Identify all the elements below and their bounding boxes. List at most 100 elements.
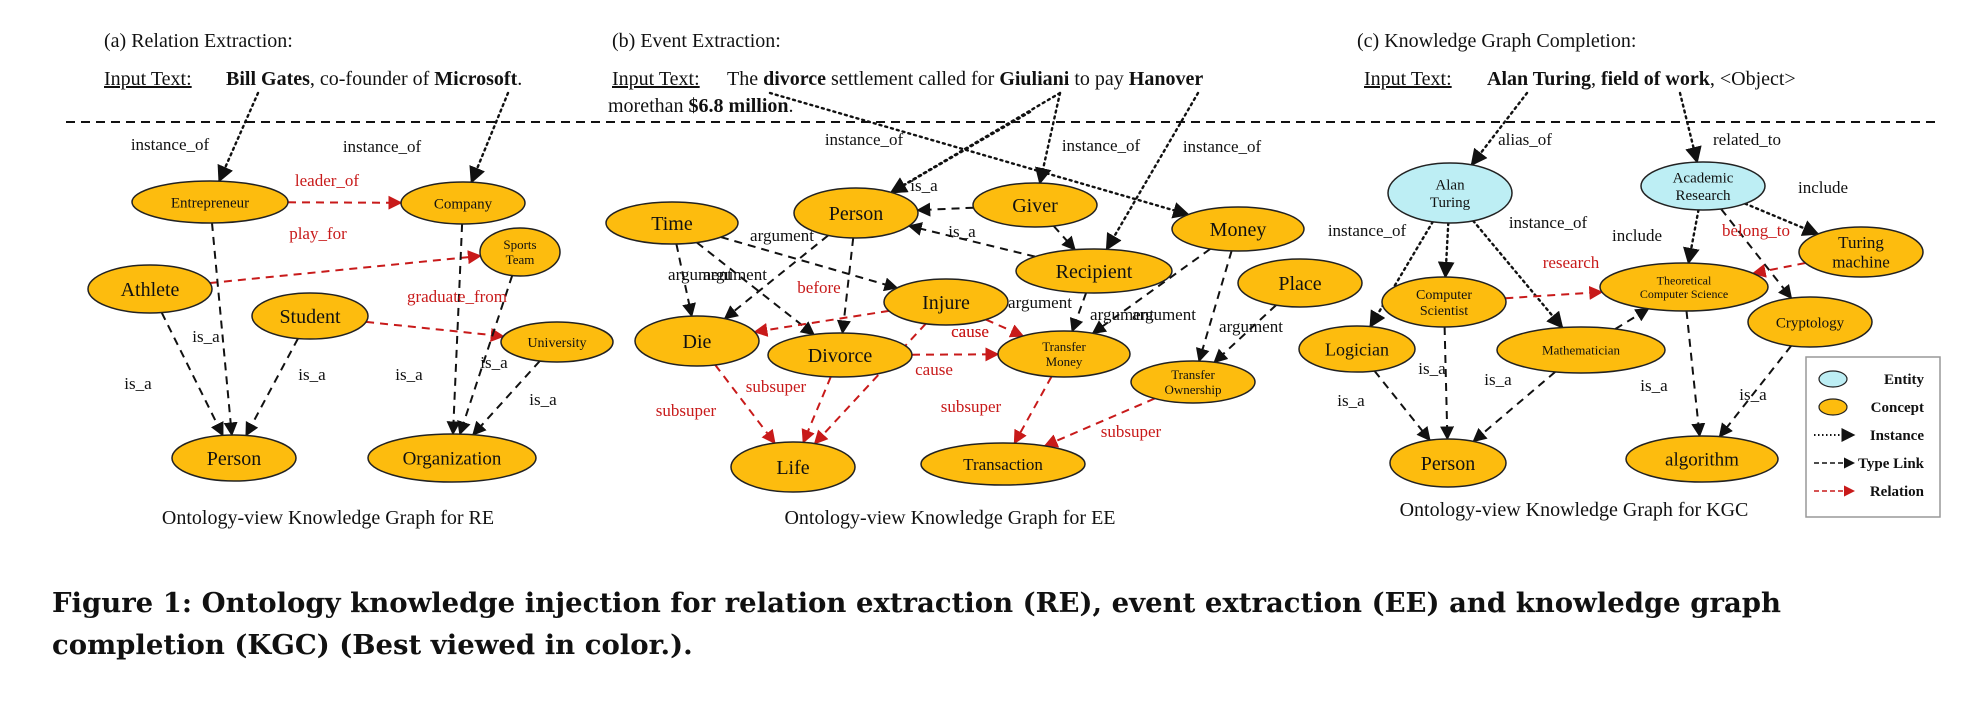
concept-ellipse (997, 330, 1131, 378)
concept-ellipse (1798, 226, 1924, 278)
legend-swatch (1818, 398, 1848, 416)
edge-label-academic_research-theoretical_cs: include (1612, 226, 1662, 245)
node-label: Place (1278, 273, 1321, 295)
ee-footer: Ontology-view Knowledge Graph for EE (784, 507, 1115, 529)
concept-ellipse (1389, 438, 1507, 488)
type-edge-person_ee-divorce (836, 237, 855, 335)
edge-label-logician-person_kgc: is_a (1337, 391, 1365, 410)
relation-edge-student-university (365, 320, 505, 342)
concept-ellipse (251, 292, 369, 340)
instance-label-company: instance_of (343, 137, 422, 156)
concept-ellipse (767, 332, 913, 378)
concept-ellipse (1599, 262, 1769, 312)
node-transaction: Transaction (920, 442, 1086, 486)
type-edge-computer_scientist-person_kgc (1440, 326, 1455, 441)
node-label: Transaction (963, 455, 1043, 474)
node-time: Time (605, 201, 739, 245)
concept-ellipse (1171, 206, 1305, 252)
node-money: Money (1171, 206, 1305, 252)
entity-ellipse (1387, 162, 1513, 224)
edge-label-divorce-transfer_money: cause (915, 360, 953, 379)
concept-ellipse (1237, 258, 1363, 308)
edge-label-time-divorce: argument (703, 265, 767, 284)
kgc-input-label: Input Text: (1364, 68, 1452, 90)
type-edge-theoretical_cs-algorithm (1685, 310, 1706, 438)
legend-item-entity: Entity (1818, 370, 1924, 388)
node-label: Money (1210, 219, 1267, 241)
kgc-heading: (c) Knowledge Graph Completion: (1357, 30, 1636, 52)
concept-ellipse (400, 181, 526, 225)
concept-ellipse (367, 433, 537, 483)
type-edge-alan_turing-logician (1369, 220, 1435, 329)
edge-label-computer_scientist-theoretical_cs: research (1543, 253, 1600, 272)
kgc-footer: Ontology-view Knowledge Graph for KGC (1400, 499, 1749, 521)
type-edge-alan_turing-mathematician (1471, 219, 1564, 329)
legend-label: Instance (1870, 428, 1925, 444)
edge-label-academic_research-turing_machine: include (1798, 178, 1848, 197)
instance-label-entrepreneur: instance_of (131, 135, 210, 154)
edge-label-theoretical_cs-algorithm: is_a (1640, 376, 1668, 395)
re-input-text: Bill Gates, co-founder of Microsoft. (226, 68, 522, 90)
type-edge-money-transfer_ownership (1195, 250, 1233, 363)
node-label: University (527, 336, 586, 351)
edge-label-money-transfer_money: argument (1132, 305, 1196, 324)
node-athlete: Athlete (87, 264, 213, 314)
concept-ellipse (730, 441, 856, 493)
edge-label-turing_machine-theoretical_cs: belong_to (1722, 221, 1790, 240)
node-algorithm: algorithm (1625, 435, 1779, 483)
instance-label-alan_turing: alias_of (1498, 130, 1552, 149)
concept-ellipse (1130, 360, 1256, 404)
instance-link-entrepreneur (217, 91, 260, 183)
edge-label-alan_turing-logician: instance_of (1328, 221, 1407, 240)
node-label: Logician (1325, 339, 1389, 359)
edge-label-injure-die: before (797, 278, 840, 297)
re-footer: Ontology-view Knowledge Graph for RE (162, 507, 494, 529)
edge-label-recipient-transfer_money: argument (1008, 293, 1072, 312)
node-label: Injure (922, 292, 970, 314)
edge-label-entrepreneur-company: leader_of (295, 171, 360, 190)
node-cryptology: Cryptology (1747, 296, 1873, 348)
edge-label-giver-person_ee: is_a (910, 176, 938, 195)
type-edge-time-injure (720, 236, 899, 292)
concept-ellipse (500, 321, 614, 363)
edge-label-computer_scientist-person_kgc: is_a (1418, 359, 1446, 378)
edge-label-cryptology-algorithm: is_a (1739, 385, 1767, 404)
concept-ellipse (1298, 325, 1416, 373)
edge-label-place-transfer_ownership: argument (1219, 317, 1283, 336)
edge-label-die-life: subsuper (656, 401, 717, 420)
edge-label-student-person_re: is_a (298, 365, 326, 384)
type-edge-academic_research-cryptology (1720, 208, 1793, 300)
figure-caption: Figure 1: Ontology knowledge injection f… (52, 587, 1782, 661)
type-edge-mathematician-person_kgc (1472, 371, 1556, 443)
node-label: Organization (403, 449, 502, 470)
node-divorce: Divorce (767, 332, 913, 378)
node-university: University (500, 321, 614, 363)
legend-item-instance: Instance (1814, 428, 1924, 444)
type-edge-time-divorce (696, 241, 816, 336)
node-label: Time (651, 213, 693, 235)
node-label: Person (1421, 453, 1475, 475)
edges-layer (160, 195, 1820, 448)
node-label: Person (207, 448, 261, 470)
edge-label-university-organization: is_a (529, 390, 557, 409)
relation-edge-entrepreneur-company (287, 195, 403, 210)
relation-edge-computer_scientist-theoretical_cs (1505, 285, 1604, 300)
edge-label-athlete-person_re: is_a (192, 327, 220, 346)
edge-label-mathematician-person_kgc: is_a (1484, 370, 1512, 389)
node-label: Cryptology (1776, 315, 1845, 331)
concept-ellipse (634, 315, 760, 367)
concept-ellipse (87, 264, 213, 314)
type-edge-academic_research-turing_machine (1743, 202, 1820, 236)
instance-label-giver: instance_of (1062, 136, 1141, 155)
legend-label: Type Link (1858, 456, 1925, 472)
instance-link-giver (1034, 91, 1062, 185)
legend-item-concept: Concept (1818, 398, 1924, 416)
